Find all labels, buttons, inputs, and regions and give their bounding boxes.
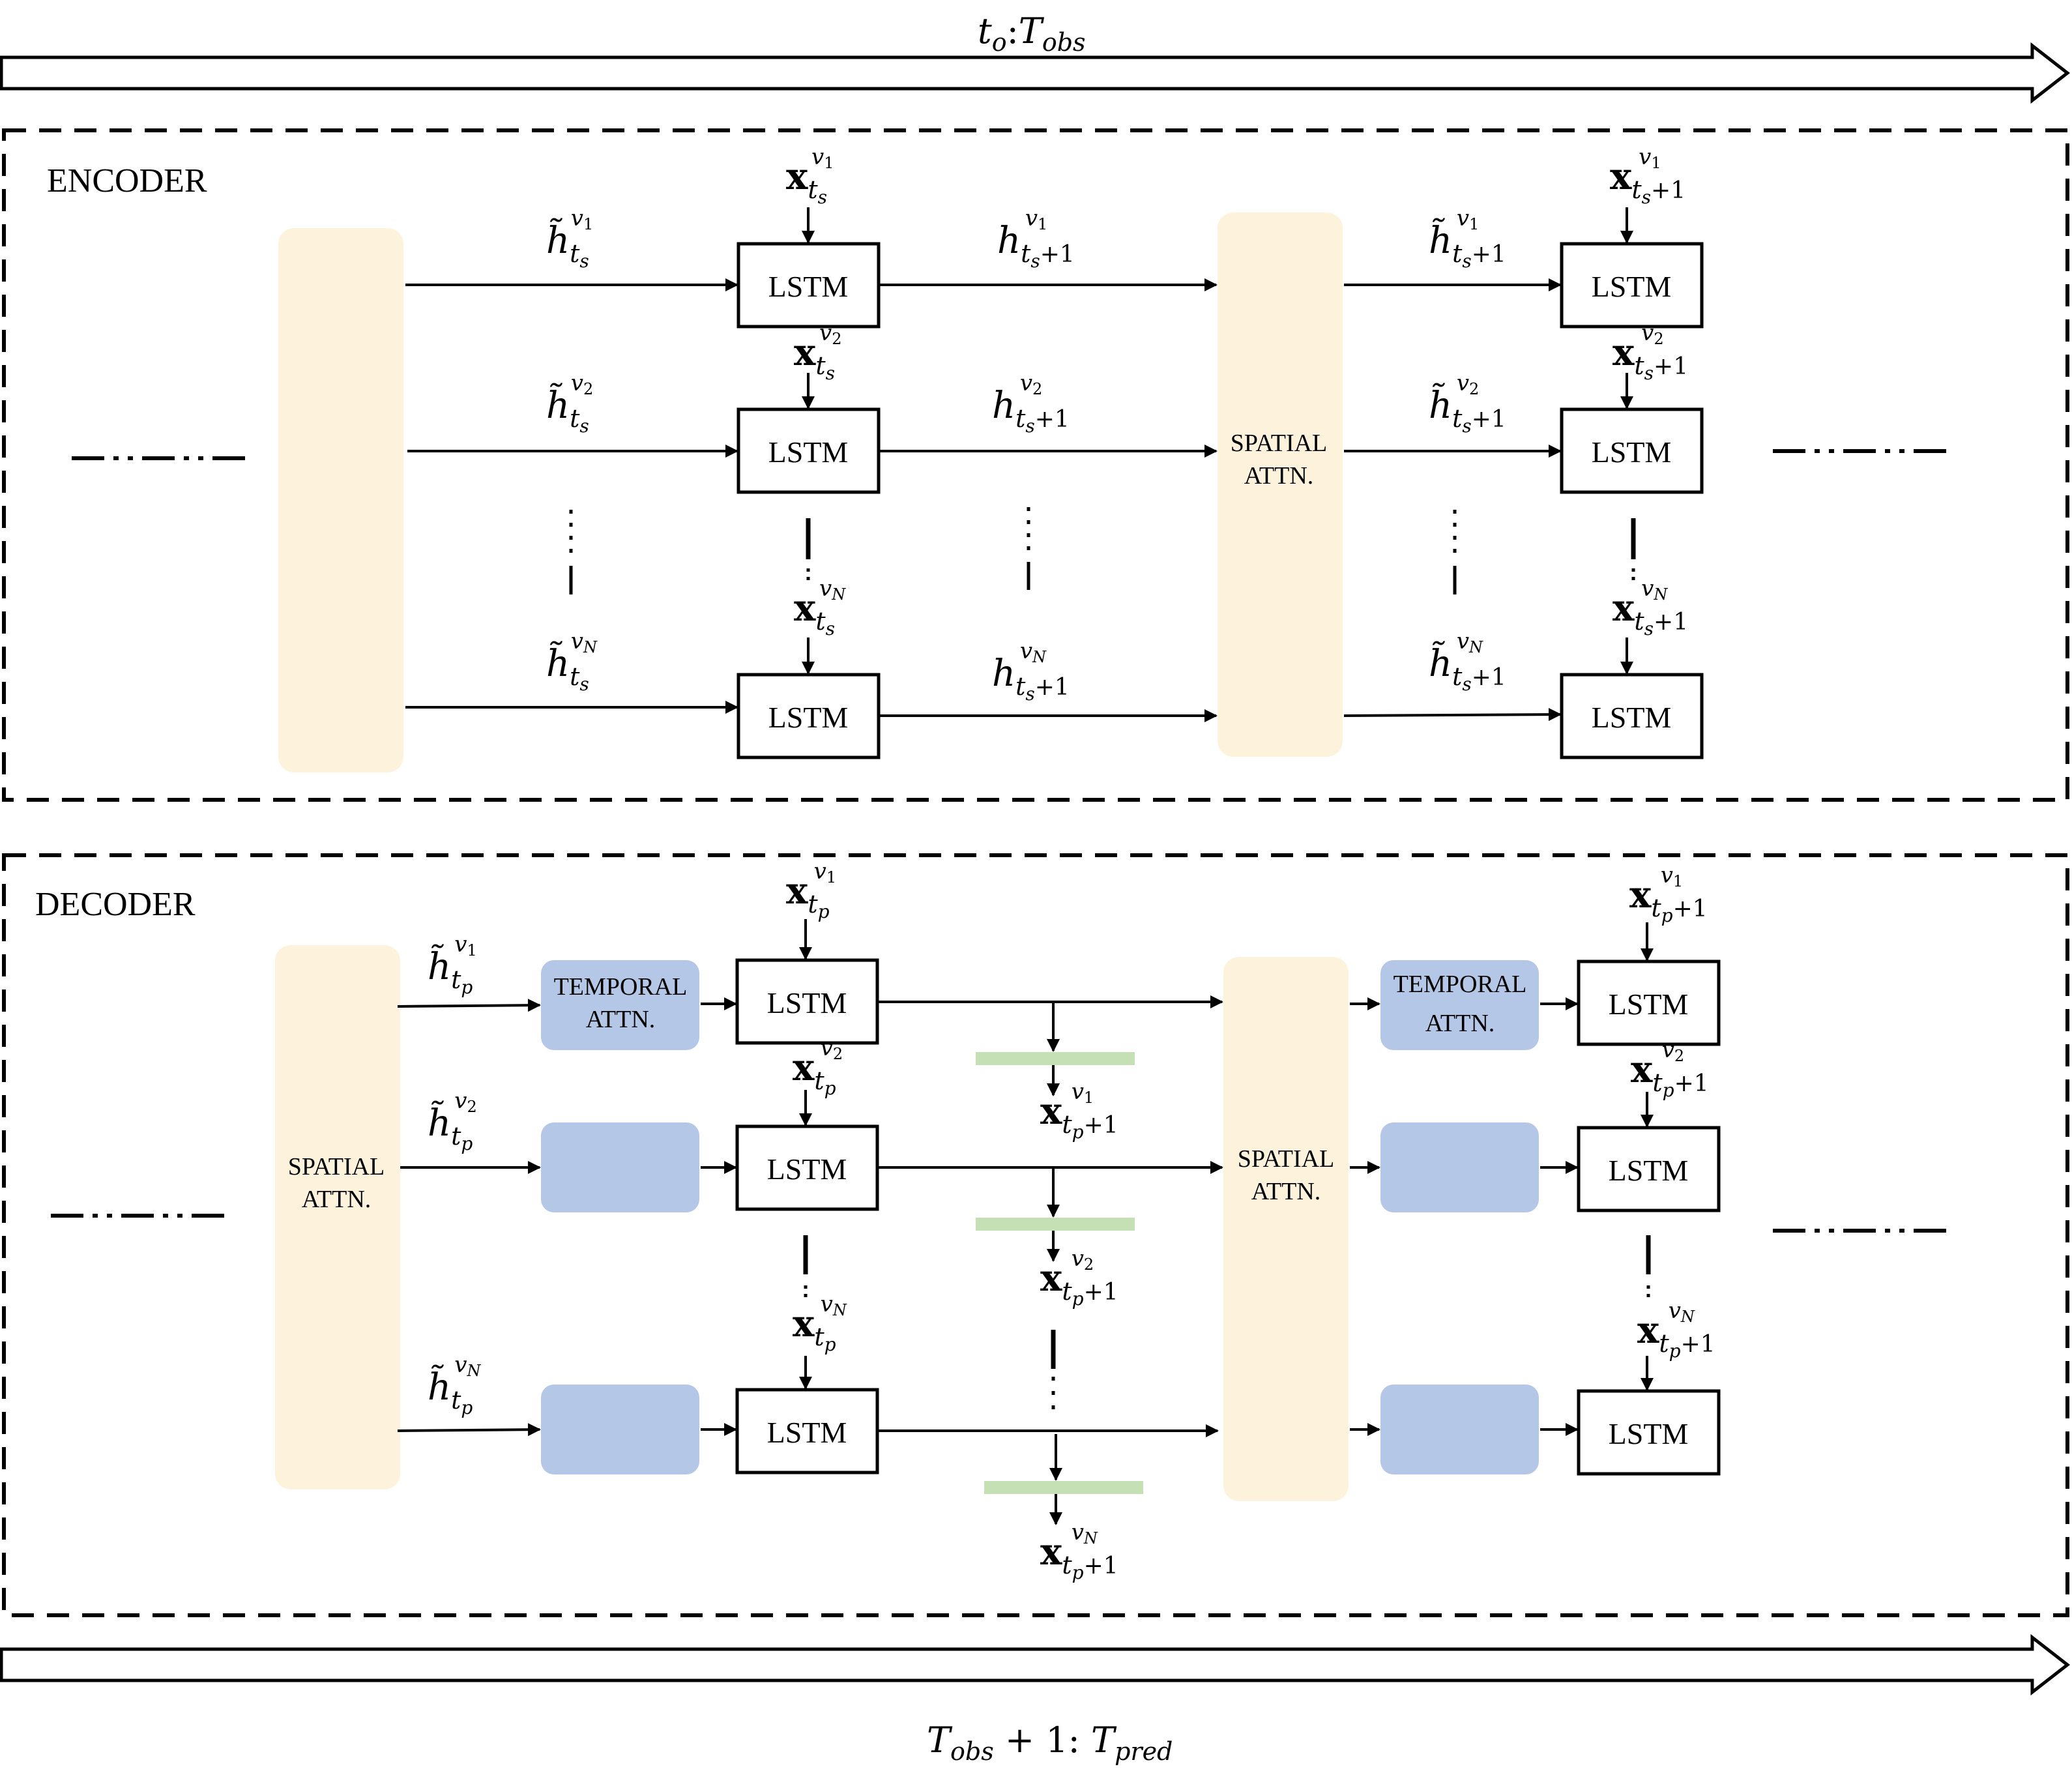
svg-text:LSTM: LSTM — [1592, 701, 1672, 734]
label-h-ts1-v1: hts+1v1 — [997, 205, 1075, 272]
encoder-spatial-attn-left — [278, 228, 403, 772]
decoder-lstm-next-vN: LSTM — [1577, 1389, 1721, 1476]
label-out-x-tp1-v2: xtp+1v2 — [1040, 1246, 1118, 1310]
decoder-spatial-attn-left-label-1: SPATIAL — [288, 1153, 385, 1180]
decoder-lstm-v1: LSTM — [735, 958, 879, 1045]
decoder-temporal-attn-v1-label-1: TEMPORAL — [554, 973, 688, 1001]
label-h-ts1-v2: hts+1v2 — [992, 370, 1070, 437]
label-x-tp-vN: xtpvN — [793, 1291, 847, 1355]
decoder-dashed-box — [2, 853, 2069, 1617]
decoder-spatial-attn-mid-label-1: SPATIAL — [1238, 1145, 1335, 1173]
decoder-output-bar-v2 — [976, 1218, 1135, 1231]
encoder-lstm-v2: LSTM — [737, 407, 881, 494]
encoder-dashed-box — [2, 128, 2069, 802]
decoder-spatial-attn-mid — [1223, 957, 1349, 1501]
decoder-temporal-attn-vN — [541, 1385, 699, 1474]
encoder-section: ENCODER SPATIAL ATTN. LSTM LSTM LSTM LST… — [2, 128, 2069, 802]
decoder-temporal-attn-next-vN — [1380, 1385, 1539, 1474]
top-timeline: to:Tobs — [0, 10, 2071, 104]
decoder-arrows — [397, 919, 1654, 1525]
encoder-spatial-attn-label-1: SPATIAL — [1231, 430, 1328, 457]
label-h-ts1-vN: hts+1vN — [992, 638, 1070, 705]
label-x-ts-vN: xtsvN — [794, 576, 846, 639]
encoder-lstm-vN: LSTM — [737, 673, 881, 759]
svg-text:LSTM: LSTM — [768, 435, 849, 469]
svg-text:LSTM: LSTM — [1609, 1154, 1689, 1187]
svg-text:LSTM: LSTM — [767, 986, 847, 1019]
label-htilde-tp-v2: h̃tpv2 — [428, 1088, 477, 1154]
svg-text:LSTM: LSTM — [1592, 435, 1672, 469]
decoder-temporal-attn-next-v1-label-2: ATTN. — [1425, 1010, 1495, 1037]
encoder-input-labels: xtsv1 xtsv2 xtsvN xts+1v1 xts+1v2 xts+1v… — [786, 144, 1688, 639]
decoder-temporal-attn-next-v1-label-1: TEMPORAL — [1393, 971, 1527, 998]
decoder-spatial-attn-left — [275, 945, 400, 1489]
decoder-title: DECODER — [35, 886, 196, 923]
label-htilde-ts1-v2: h̃ts+1v2 — [1429, 370, 1506, 437]
top-timeline-arrow — [0, 42, 2071, 104]
decoder-spatial-attn-mid-label-2: ATTN. — [1251, 1178, 1321, 1205]
label-out-x-tp1-v1: xtp+1v1 — [1040, 1079, 1118, 1143]
label-x-ts1-v1: xts+1v1 — [1610, 144, 1685, 208]
label-x-ts-v1: xtsv1 — [786, 144, 834, 208]
decoder-spatial-attn-left-label-2: ATTN. — [302, 1186, 372, 1213]
bottom-timeline: Tobs + 1: Tpred — [0, 1634, 2071, 1766]
label-htilde-ts1-v1: h̃ts+1v1 — [1429, 205, 1506, 272]
decoder-temporal-attn-v1 — [541, 960, 699, 1050]
encoder-lstm-next-vN: LSTM — [1560, 673, 1704, 759]
decoder-lstm-next-v2: LSTM — [1577, 1126, 1721, 1212]
decoder-lstm-v2: LSTM — [735, 1124, 879, 1211]
svg-text:LSTM: LSTM — [767, 1416, 847, 1449]
decoder-section: DECODER SPATIAL ATTN. SPATIAL ATTN. TEMP… — [2, 853, 2069, 1617]
label-htilde-ts-vN: h̃tsvN — [546, 628, 598, 695]
label-htilde-ts-v1: h̃tsv1 — [546, 205, 593, 272]
encoder-ellipses — [569, 507, 1636, 594]
svg-text:LSTM: LSTM — [767, 1152, 847, 1186]
bottom-timeline-label: Tobs + 1: Tpred — [927, 1720, 1173, 1766]
decoder-ellipses — [803, 1235, 1651, 1414]
svg-text:LSTM: LSTM — [768, 270, 849, 303]
decoder-temporal-attn-v2 — [541, 1122, 699, 1212]
svg-text:LSTM: LSTM — [1609, 1417, 1689, 1450]
label-x-tp1-v1: xtp+1v1 — [1629, 862, 1708, 926]
encoder-lstm-next-v1: LSTM — [1560, 242, 1704, 329]
encoder-labels: h̃tsv1 h̃tsv2 h̃tsvN hts+1v1 hts+1v2 hts… — [546, 205, 1506, 705]
encoder-arrows — [405, 207, 1633, 722]
label-htilde-tp-v1: h̃tpv1 — [428, 931, 477, 998]
decoder-lstm-vN: LSTM — [735, 1388, 879, 1474]
encoder-lstm-next-v2: LSTM — [1560, 407, 1704, 494]
label-htilde-ts1-vN: h̃ts+1vN — [1429, 628, 1506, 695]
encoder-lstm-v1: LSTM — [737, 242, 881, 329]
decoder-input-labels: xtpv1 xtpv2 xtpvN xtp+1v1 xtp+1v2 xtp+1v… — [786, 858, 1715, 1583]
label-x-ts-v2: xtsv2 — [794, 320, 842, 384]
label-out-x-tp1-vN: xtp+1vN — [1040, 1519, 1118, 1583]
decoder-temporal-attn-v1-label-2: ATTN. — [586, 1006, 656, 1033]
decoder-output-bar-v1 — [976, 1052, 1135, 1065]
bottom-timeline-arrow — [0, 1634, 2071, 1696]
svg-text:LSTM: LSTM — [768, 701, 849, 734]
encoder-spatial-attn-mid — [1218, 212, 1343, 757]
decoder-lstm-next-v1: LSTM — [1577, 960, 1721, 1046]
svg-text:LSTM: LSTM — [1592, 270, 1672, 303]
label-x-tp1-vN: xtp+1vN — [1637, 1298, 1715, 1362]
label-x-ts1-v2: xts+1v2 — [1612, 320, 1688, 384]
label-x-tp-v2: xtpv2 — [793, 1035, 843, 1099]
label-x-ts1-vN: xts+1vN — [1612, 576, 1688, 639]
label-x-tp1-v2: xtp+1v2 — [1631, 1037, 1709, 1101]
decoder-temporal-attn-next-v2 — [1380, 1122, 1539, 1212]
label-x-tp-v1: xtpv1 — [786, 858, 836, 922]
label-htilde-tp-vN: h̃tpvN — [428, 1352, 482, 1418]
encoder-spatial-attn-label-2: ATTN. — [1244, 462, 1314, 490]
svg-text:LSTM: LSTM — [1609, 988, 1689, 1021]
decoder-output-bar-vN — [984, 1481, 1143, 1494]
label-htilde-ts-v2: h̃tsv2 — [546, 370, 593, 437]
decoder-temporal-attn-next-v1 — [1380, 960, 1539, 1050]
encoder-title: ENCODER — [47, 162, 207, 199]
top-timeline-label: to:Tobs — [978, 10, 1086, 57]
